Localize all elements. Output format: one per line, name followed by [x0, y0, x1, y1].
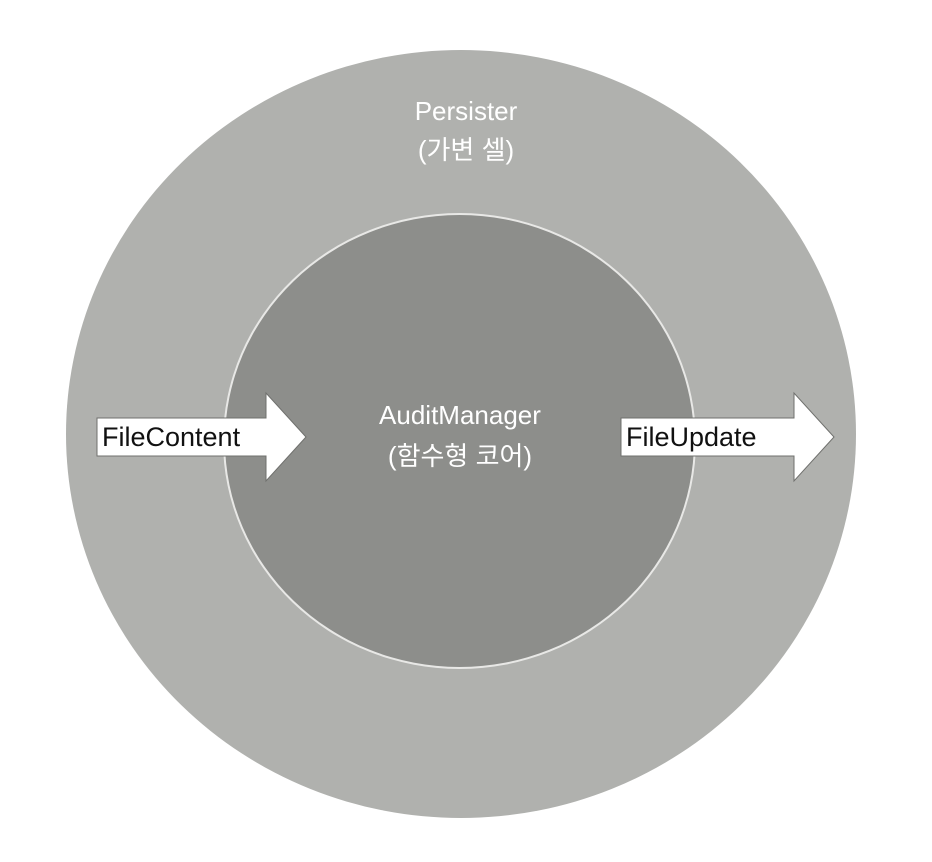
inner-circle-title: AuditManager: [379, 400, 541, 430]
output-arrow: FileUpdate: [620, 391, 836, 483]
input-arrow-icon: [96, 391, 307, 483]
inner-circle-subtitle: (함수형 코어): [387, 441, 533, 471]
input-arrow-label: FileContent: [102, 422, 241, 452]
output-arrow-icon: [620, 391, 835, 483]
outer-circle-subtitle: (가변 셀): [417, 135, 515, 165]
input-arrow: FileContent: [96, 391, 308, 483]
output-arrow-label: FileUpdate: [626, 422, 757, 452]
outer-circle-title: Persister: [414, 96, 518, 126]
